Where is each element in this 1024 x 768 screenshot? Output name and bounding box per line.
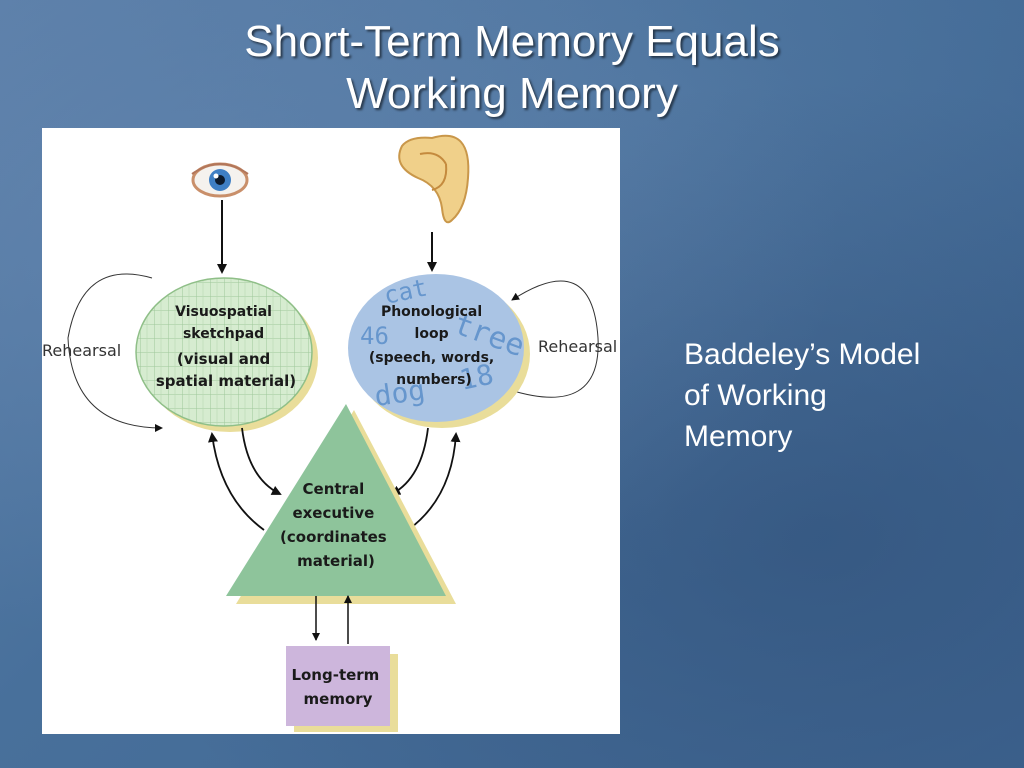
caption-line-1: Baddeley’s Model (684, 338, 921, 371)
slide-title: Short-Term Memory Equals Working Memory (0, 16, 1024, 120)
rehearsal-right-loop (509, 280, 599, 398)
slide-caption: Baddeley’s Model of Working Memory (684, 334, 984, 457)
central-executive (226, 404, 446, 596)
title-line-1: Short-Term Memory Equals (244, 17, 780, 66)
sketchpad-label: Visuospatial sketchpad (visual and spati… (156, 304, 296, 390)
executive-label: Central executive (coordinates material) (280, 480, 392, 570)
title-line-2: Working Memory (346, 69, 678, 118)
number-18: 18 (457, 358, 497, 397)
caption-line-2: of Working (684, 379, 827, 412)
word-dog: dog (372, 373, 427, 413)
rehearsal-right-label: Rehearsal (538, 337, 617, 356)
working-memory-diagram: cat tree 46 dog 18 Visuospatial sketchpa… (42, 128, 620, 734)
loop-to-executive-arrow (390, 427, 429, 495)
eye-icon (191, 162, 249, 198)
sketchpad-to-executive-arrow (241, 427, 282, 495)
rehearsal-left-label: Rehearsal (42, 341, 121, 360)
rehearsal-left-loop (67, 273, 163, 432)
executive-to-loop-arrow (407, 432, 461, 531)
diagram-svg: cat tree 46 dog 18 Visuospatial sketchpa… (42, 134, 617, 732)
long-term-memory-box (286, 646, 390, 726)
loop-label: Phonological loop (speech, words, number… (369, 304, 499, 388)
ear-icon (398, 134, 470, 224)
ltm-label: Long-term memory (291, 666, 384, 708)
visuospatial-sketchpad (135, 277, 313, 427)
number-46: 46 (360, 322, 389, 350)
caption-line-3: Memory (684, 420, 793, 453)
executive-to-sketchpad-arrow (208, 432, 265, 531)
phonological-loop (348, 274, 524, 422)
